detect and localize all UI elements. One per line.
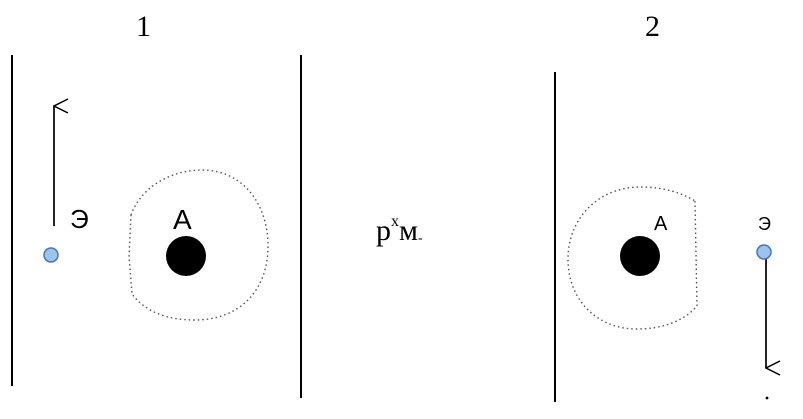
panel1-number: 1 xyxy=(136,12,151,42)
panel2-atom-label: А xyxy=(654,214,667,234)
formula: pxм- xyxy=(376,216,423,246)
panel1-electron-label: Э xyxy=(70,206,89,232)
panel2-atom-core xyxy=(620,236,660,276)
panel2-number: 2 xyxy=(645,12,660,42)
formula-base: p xyxy=(376,214,391,247)
panel1-atom-label: А xyxy=(173,206,192,234)
formula-main: м xyxy=(399,214,418,247)
panel2-small-dot xyxy=(766,397,769,400)
panel1-electron xyxy=(44,248,58,262)
panel2-electron-label: Э xyxy=(758,215,771,233)
panel1-atom-core xyxy=(166,236,206,276)
panel2-electron xyxy=(757,245,771,259)
formula-subscript: - xyxy=(418,231,423,246)
formula-superscript: x xyxy=(391,213,399,230)
